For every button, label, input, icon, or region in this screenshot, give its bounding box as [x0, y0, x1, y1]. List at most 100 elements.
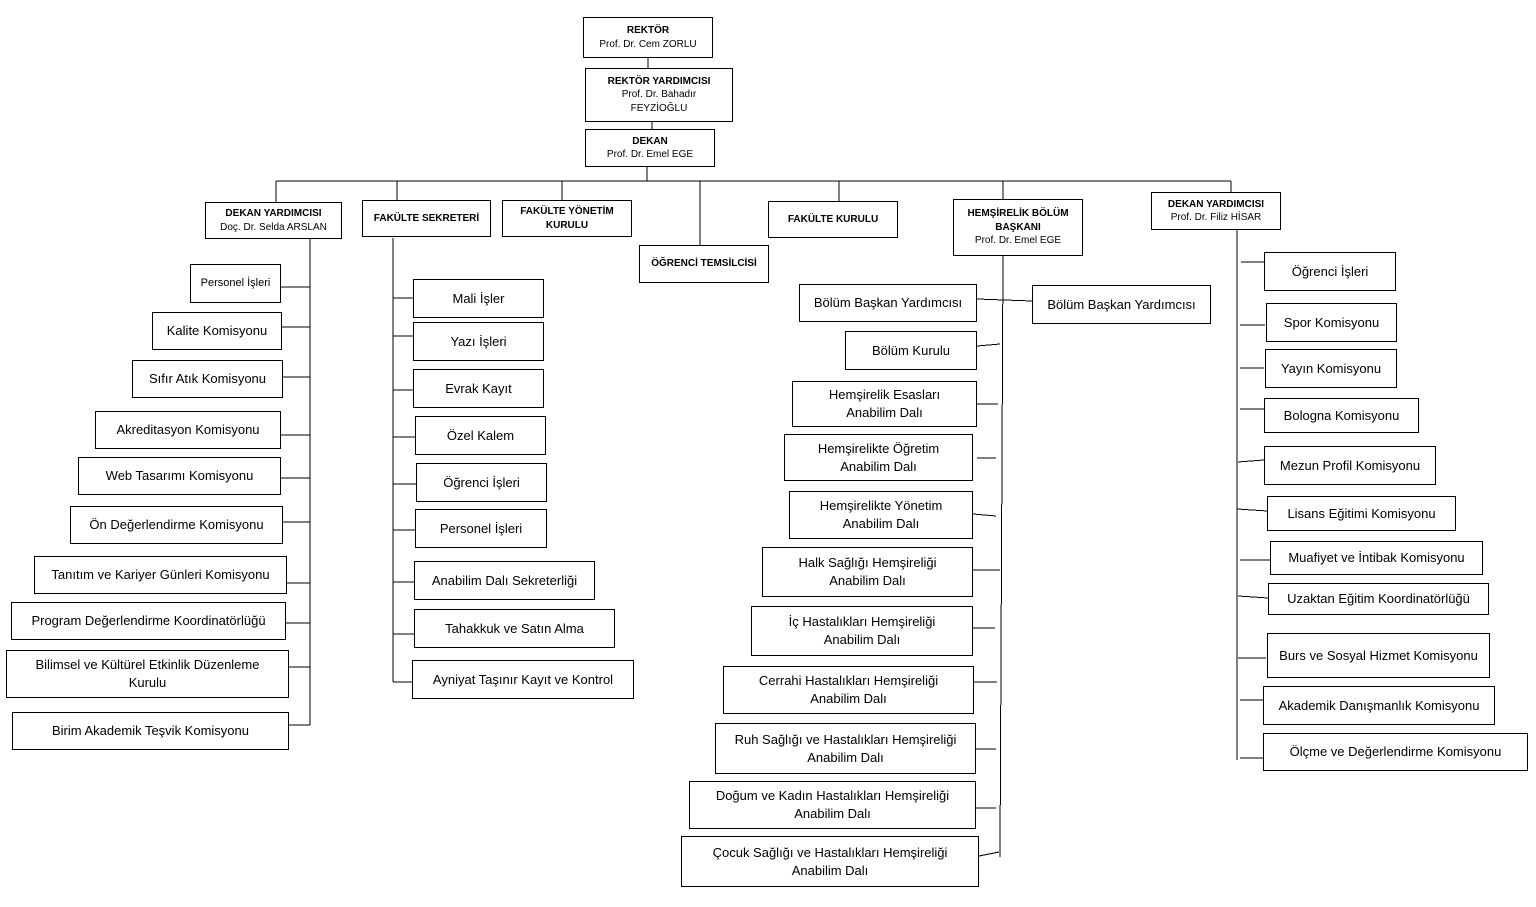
col4-box: Öğrenci İşleri [1264, 252, 1396, 291]
col1-box: Kalite Komisyonu [152, 312, 282, 350]
dekan-name: Prof. Dr. Emel EGE [606, 149, 694, 160]
col4-label: Akademik Danışmanlık Komisyonu [1278, 697, 1480, 713]
col1-label: Sıfır Atık Komisyonu [148, 371, 267, 387]
col4-label: Spor Komisyonu [1283, 314, 1380, 330]
rektor-yardimcisi-box: REKTÖR YARDIMCISI Prof. Dr. Bahadır FEYZ… [585, 68, 733, 122]
col4-label: Öğrenci İşleri [1291, 263, 1369, 279]
anabilim-dali-label-2: Anabilim Dalı [807, 749, 884, 765]
anabilim-dali-label-1: İç Hastalıkları Hemşireliği [788, 614, 936, 630]
col4-box: Ölçme ve Değerlendirme Komisyonu [1263, 733, 1528, 771]
col4-box: Lisans Eğitimi Komisyonu [1267, 496, 1456, 531]
anabilim-dali-label-2: Anabilim Dalı [846, 405, 923, 420]
bolum-baskani-title-1: HEMŞİRELİK BÖLÜM [967, 208, 1069, 220]
anabilim-dali-label-1: Ruh Sağlığı ve Hastalıkları Hemşireliği [734, 731, 957, 747]
col4-label: Muafiyet ve İntibak Komisyonu [1288, 550, 1465, 566]
rektor-title: REKTÖR [626, 25, 670, 36]
col2-box: Mali İşler [413, 279, 544, 318]
col1-box: Birim Akademik Teşvik Komisyonu [12, 712, 289, 750]
dekan-yardimcisi-1-box: DEKAN YARDIMCISI Doç. Dr. Selda ARSLAN [205, 202, 342, 239]
col1-box: Program Değerlendirme Koordinatörlüğü [11, 602, 286, 640]
col4-label: Lisans Eğitimi Komisyonu [1287, 505, 1436, 521]
bolum-kurulu-label: Bölüm Kurulu [871, 342, 951, 358]
col2-label: Öğrenci İşleri [443, 474, 520, 490]
fakulte-yonetim-kurulu-title: FAKÜLTE YÖNETİM KURULU [520, 206, 614, 231]
col1-label: Personel İşleri [200, 277, 271, 290]
anabilim-dali-label-1: Hemşirelik Esasları [828, 387, 941, 403]
col1-box: Personel İşleri [190, 264, 281, 303]
col1-box: Ön Değerlendirme Komisyonu [70, 506, 283, 544]
col1-label: Program Değerlendirme Koordinatörlüğü [31, 613, 266, 629]
col4-box: Spor Komisyonu [1266, 303, 1397, 342]
anabilim-dali-box: Çocuk Sağlığı ve Hastalıkları Hemşireliğ… [681, 836, 979, 887]
fakulte-kurulu-title: FAKÜLTE KURULU [787, 213, 879, 225]
rektor-box: REKTÖR Prof. Dr. Cem ZORLU [583, 17, 713, 58]
dekan-yardimcisi-2-title: DEKAN YARDIMCISI [1167, 198, 1265, 210]
dekan-yardimcisi-2-box: DEKAN YARDIMCISI Prof. Dr. Filiz HİSAR [1151, 192, 1281, 230]
dekan-yardimcisi-1-name: Doç. Dr. Selda ARSLAN [220, 221, 327, 233]
col4-label: Burs ve Sosyal Hizmet Komisyonu [1279, 647, 1478, 663]
col1-box: Akreditasyon Komisyonu [95, 411, 281, 449]
col2-box: Öğrenci İşleri [416, 463, 547, 502]
dekan-yardimcisi-1-title: DEKAN YARDIMCISI [225, 208, 322, 219]
col2-label: Yazı İşleri [450, 333, 507, 349]
anabilim-dali-label-2: Anabilim Dalı [823, 632, 901, 647]
anabilim-dali-label-1: Cerrahi Hastalıkları Hemşireliği [758, 673, 939, 689]
bolum-baskan-yardimcisi-1-box: Bölüm Başkan Yardımcısı [799, 284, 977, 322]
col1-label: Bilimsel ve Kültürel Etkinlik Düzenleme … [35, 657, 260, 690]
col4-box: Muafiyet ve İntibak Komisyonu [1270, 541, 1483, 575]
anabilim-dali-label-2: Anabilim Dalı [810, 691, 887, 706]
col4-box: Mezun Profil Komisyonu [1264, 446, 1436, 485]
fakulte-sekreteri-title: FAKÜLTE SEKRETERİ [373, 212, 480, 224]
col4-label: Mezun Profil Komisyonu [1279, 457, 1421, 473]
col4-box: Bologna Komisyonu [1264, 398, 1419, 433]
col4-label: Yayın Komisyonu [1280, 360, 1382, 376]
col1-label: Kalite Komisyonu [166, 323, 268, 339]
col2-label: Ayniyat Taşınır Kayıt ve Kontrol [432, 671, 614, 687]
fakulte-sekreteri-box: FAKÜLTE SEKRETERİ [362, 200, 491, 237]
col1-box: Web Tasarımı Komisyonu [78, 457, 281, 495]
col1-label: Akreditasyon Komisyonu [116, 422, 260, 438]
col4-label: Uzaktan Eğitim Koordinatörlüğü [1287, 591, 1470, 607]
col1-label: Birim Akademik Teşvik Komisyonu [52, 723, 249, 739]
col2-box: Ayniyat Taşınır Kayıt ve Kontrol [412, 660, 634, 699]
anabilim-dali-label-2: Anabilim Dalı [842, 516, 920, 531]
col4-box: Uzaktan Eğitim Koordinatörlüğü [1268, 583, 1489, 615]
col1-box: Tanıtım ve Kariyer Günleri Komisyonu [34, 556, 287, 594]
col2-box: Personel İşleri [415, 509, 547, 548]
col4-label: Bologna Komisyonu [1283, 407, 1400, 423]
col4-label: Ölçme ve Değerlendirme Komisyonu [1289, 744, 1502, 760]
bolum-baskan-yardimcisi-2-box: Bölüm Başkan Yardımcısı [1032, 285, 1211, 324]
anabilim-dali-label-2: Anabilim Dalı [794, 806, 871, 821]
col1-box: Sıfır Atık Komisyonu [132, 360, 283, 398]
bolum-baskani-box: HEMŞİRELİK BÖLÜM BAŞKANI Prof. Dr. Emel … [953, 199, 1083, 256]
anabilim-dali-label-2: Anabilim Dalı [840, 458, 917, 474]
ogrenci-temsilcisi-box: ÖĞRENCİ TEMSİLCİSİ [639, 245, 769, 283]
dekan-title: DEKAN [632, 135, 668, 147]
fakulte-yonetim-kurulu-box: FAKÜLTE YÖNETİM KURULU [502, 200, 632, 237]
col2-label: Anabilim Dalı Sekreterliği [431, 572, 578, 588]
col1-label: Ön Değerlendirme Komisyonu [89, 517, 264, 533]
ogrenci-temsilcisi-title: ÖĞRENCİ TEMSİLCİSİ [651, 258, 757, 270]
anabilim-dali-label-1: Doğum ve Kadın Hastalıkları Hemşireliği [715, 788, 950, 804]
bolum-baskan-yardimcisi-1-label: Bölüm Başkan Yardımcısı [813, 295, 963, 311]
col2-label: Tahakkuk ve Satın Alma [445, 620, 584, 636]
col2-box: Özel Kalem [415, 416, 546, 455]
col4-box: Burs ve Sosyal Hizmet Komisyonu [1267, 633, 1490, 678]
col2-label: Mali İşler [452, 290, 505, 306]
bolum-baskani-name: Prof. Dr. Emel EGE [974, 235, 1062, 247]
dekan-box: DEKAN Prof. Dr. Emel EGE [585, 129, 715, 167]
col2-box: Tahakkuk ve Satın Alma [414, 609, 615, 648]
anabilim-dali-label-1: Halk Sağlığı Hemşireliği [798, 555, 937, 571]
col4-box: Akademik Danışmanlık Komisyonu [1263, 686, 1495, 725]
anabilim-dali-label-1: Hemşirelikte Öğretim [817, 440, 940, 456]
col1-label: Tanıtım ve Kariyer Günleri Komisyonu [51, 567, 270, 583]
bolum-baskani-title-2: BAŞKANI [995, 221, 1041, 233]
col2-label: Personel İşleri [439, 520, 523, 536]
